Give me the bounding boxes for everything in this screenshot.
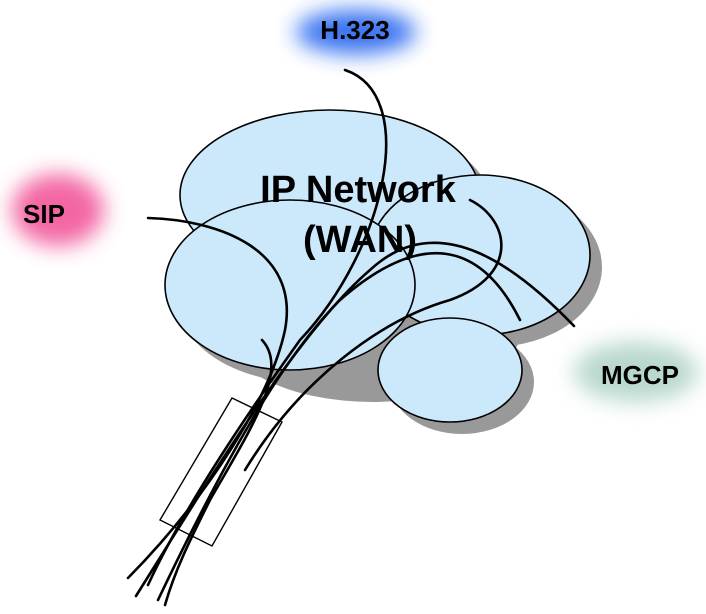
cloud-title-line2: (WAN): [303, 219, 417, 261]
cloud-lobe-left: [164, 199, 416, 371]
h323-label: H.323: [320, 15, 389, 45]
sip-glow: [12, 174, 104, 246]
ip-network-cloud: [164, 109, 591, 423]
cable-conduit: [159, 397, 283, 547]
mgcp-label: MGCP: [601, 360, 679, 390]
wire-center-2: [163, 338, 273, 607]
cloud-lobe-bottom: [377, 317, 523, 423]
wire-center-1: [156, 251, 522, 602]
cloud-title-line1: IP Network: [260, 169, 457, 211]
h323-glow: [296, 10, 416, 54]
mgcp-glow: [574, 342, 698, 402]
wire-h323: [146, 68, 388, 587]
wire-arc: [243, 198, 503, 472]
wire-mgcp: [134, 241, 576, 598]
sip-label: SIP: [23, 199, 65, 229]
signaling-wires: [126, 68, 576, 607]
